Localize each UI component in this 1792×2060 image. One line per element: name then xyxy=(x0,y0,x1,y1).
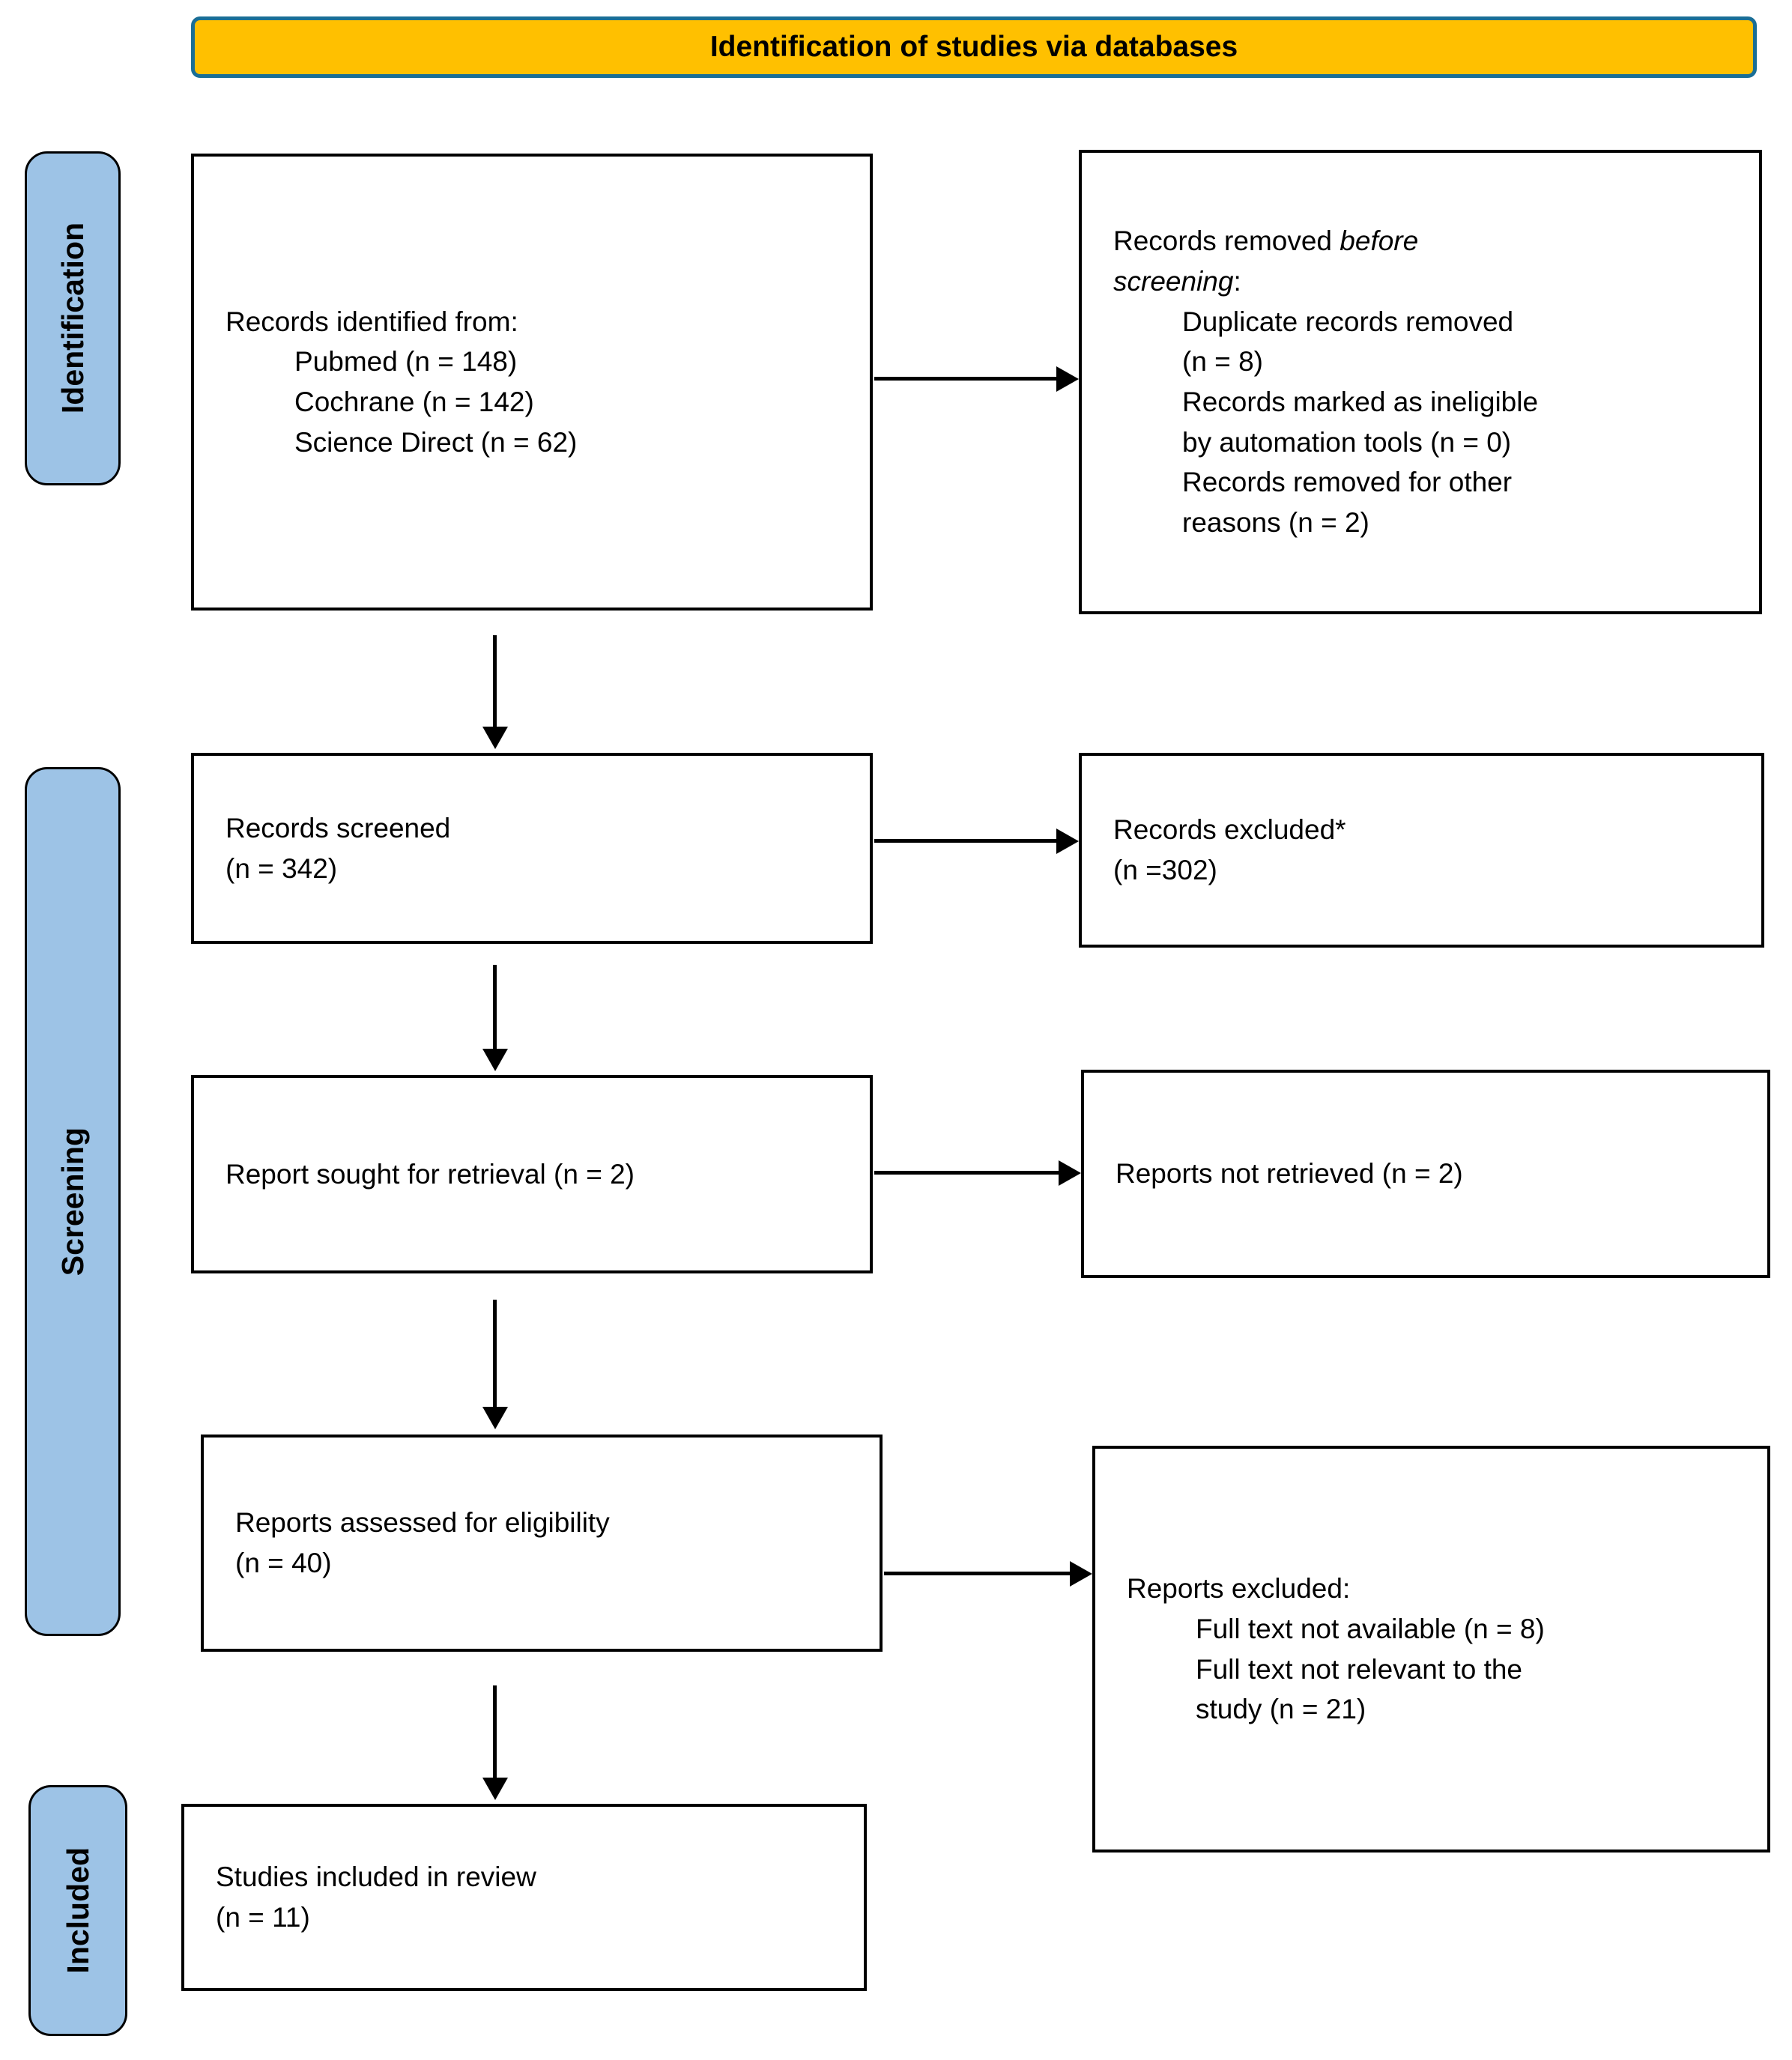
box-reports-excluded-content: Reports excluded: Full text not availabl… xyxy=(1095,1569,1558,1730)
box-records-excluded-content: Records excluded* (n =302) xyxy=(1082,810,1360,890)
reports-assessed-count: (n = 40) xyxy=(235,1548,332,1578)
box-records-excluded: Records excluded* (n =302) xyxy=(1079,753,1764,948)
box-reports-not-retrieved: Reports not retrieved (n = 2) xyxy=(1081,1070,1770,1278)
reports-excluded-item-line: study (n = 21) xyxy=(1196,1694,1366,1725)
arrow-down-identified-to-screened xyxy=(493,635,497,727)
reports-excluded-intro: Reports excluded: xyxy=(1127,1573,1351,1605)
reports-excluded-item: Full text not relevant to the study (n =… xyxy=(1196,1649,1545,1730)
records-removed-item: Records marked as ineligible by automati… xyxy=(1182,382,1538,462)
records-removed-item-line: Duplicate records removed xyxy=(1182,306,1514,337)
box-records-screened-content: Records screened (n = 342) xyxy=(194,808,464,888)
arrow-down-screened-to-sought xyxy=(493,965,497,1049)
box-reports-assessed-content: Reports assessed for eligibility (n = 40… xyxy=(204,1503,623,1583)
records-excluded-count: (n =302) xyxy=(1113,855,1217,885)
header-banner: Identification of studies via databases xyxy=(191,16,1757,78)
records-screened-line: Records screened xyxy=(225,812,451,843)
records-identified-intro: Records identified from: xyxy=(225,306,518,337)
box-reports-not-retrieved-content: Reports not retrieved (n = 2) xyxy=(1084,1154,1477,1194)
arrow-right-retrieval xyxy=(874,1171,1059,1175)
records-removed-item: Duplicate records removed (n = 8) xyxy=(1182,302,1538,382)
box-reports-sought-content: Report sought for retrieval (n = 2) xyxy=(194,1154,648,1195)
records-removed-item-line: Records marked as ineligible xyxy=(1182,387,1539,417)
records-removed-intro-line2: screening: xyxy=(1113,261,1538,302)
stage-label-included: Included xyxy=(28,1785,127,2036)
stage-label-identification-text: Identification xyxy=(55,222,90,414)
box-records-identified: Records identified from: Pubmed (n = 148… xyxy=(191,154,873,611)
reports-excluded-item-line: Full text not relevant to the xyxy=(1196,1653,1523,1685)
records-removed-item-line: Records removed for other xyxy=(1182,467,1513,498)
box-records-screened: Records screened (n = 342) xyxy=(191,753,873,944)
records-removed-item-line: reasons (n = 2) xyxy=(1182,506,1369,538)
header-title: Identification of studies via databases xyxy=(709,31,1238,63)
arrow-down-sought-to-assessed xyxy=(493,1300,497,1407)
stage-label-screening: Screening xyxy=(25,767,121,1636)
studies-included-line: Studies included in review xyxy=(216,1861,536,1893)
records-removed-intro-italic2: screening xyxy=(1113,266,1234,297)
box-reports-assessed: Reports assessed for eligibility (n = 40… xyxy=(201,1435,883,1652)
stage-label-screening-text: Screening xyxy=(55,1127,90,1276)
reports-excluded-item: Full text not available (n = 8) xyxy=(1196,1609,1545,1649)
records-removed-intro-colon: : xyxy=(1233,266,1241,297)
reports-excluded-item-line: Full text not available (n = 8) xyxy=(1196,1613,1545,1644)
box-reports-sought: Report sought for retrieval (n = 2) xyxy=(191,1075,873,1273)
reports-not-retrieved-line: Reports not retrieved (n = 2) xyxy=(1116,1158,1463,1190)
studies-included-count: (n = 11) xyxy=(216,1902,310,1933)
records-excluded-line: Records excluded* xyxy=(1113,814,1346,846)
records-removed-intro-italic: before xyxy=(1340,225,1419,257)
records-removed-item-line: (n = 8) xyxy=(1182,346,1263,378)
records-removed-intro-plain: Records removed xyxy=(1113,225,1340,257)
records-identified-item: Pubmed (n = 148) xyxy=(294,346,518,378)
records-removed-intro-line1: Records removed before xyxy=(1113,221,1538,261)
box-records-removed: Records removed before screening: Duplic… xyxy=(1079,150,1762,614)
arrow-right-eligibility xyxy=(884,1572,1070,1575)
box-studies-included-content: Studies included in review (n = 11) xyxy=(184,1857,550,1937)
stage-label-identification: Identification xyxy=(25,151,121,485)
records-removed-item: Records removed for other reasons (n = 2… xyxy=(1182,462,1538,542)
records-identified-item: Cochrane (n = 142) xyxy=(294,387,534,417)
box-studies-included: Studies included in review (n = 11) xyxy=(181,1804,867,1991)
stage-label-included-text: Included xyxy=(60,1847,95,1974)
arrow-down-assessed-to-included xyxy=(493,1685,497,1778)
box-reports-excluded: Reports excluded: Full text not availabl… xyxy=(1092,1446,1770,1853)
reports-assessed-line: Reports assessed for eligibility xyxy=(235,1507,610,1539)
records-identified-item: Science Direct (n = 62) xyxy=(294,426,578,458)
box-records-removed-content: Records removed before screening: Duplic… xyxy=(1082,221,1552,542)
box-records-identified-content: Records identified from: Pubmed (n = 148… xyxy=(194,302,590,463)
records-removed-item-line: by automation tools (n = 0) xyxy=(1182,426,1512,458)
reports-sought-line: Report sought for retrieval (n = 2) xyxy=(225,1158,635,1190)
arrow-right-screened xyxy=(874,839,1056,843)
arrow-right-identification xyxy=(874,377,1056,381)
records-screened-count: (n = 342) xyxy=(225,852,338,884)
